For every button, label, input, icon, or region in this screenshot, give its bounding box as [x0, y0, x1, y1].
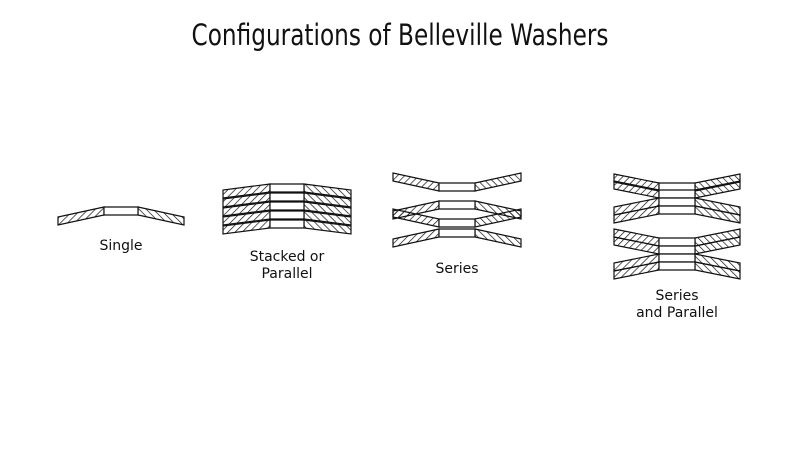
washer-left-wing: [392, 172, 440, 192]
washer-right-wing: [474, 172, 522, 192]
washer-hub: [269, 183, 305, 193]
label-single: Single: [99, 238, 142, 254]
washer-hub: [658, 245, 696, 255]
series-and-parallel-config: [613, 173, 741, 280]
washer-hub: [438, 218, 476, 228]
label-stacked-line2: Parallel: [261, 266, 312, 282]
washer-hub: [438, 182, 476, 192]
stacked-parallel-config: [222, 183, 352, 235]
washer-hub: [269, 219, 305, 229]
series-config: [392, 172, 522, 248]
washer-hub: [269, 201, 305, 211]
label-stacked-line1: Stacked or: [250, 249, 325, 265]
single-config: [57, 206, 185, 226]
washer-hub: [658, 205, 696, 215]
washer-hub: [269, 210, 305, 220]
washer-hub: [103, 206, 139, 216]
washer-hub: [438, 228, 476, 238]
label-series: Series: [435, 261, 478, 277]
washer-right-wing: [474, 228, 522, 248]
washer-hub: [658, 189, 696, 199]
washer-left-wing: [392, 228, 440, 248]
label-series-parallel-line2: and Parallel: [636, 305, 718, 321]
washer-hub: [658, 261, 696, 271]
washer-hub: [658, 197, 696, 207]
washer-hub: [658, 253, 696, 263]
washer-right-wing: [137, 206, 185, 226]
washer-hub: [269, 192, 305, 202]
label-series-parallel-line1: Series: [655, 288, 698, 304]
diagram-title: Configurations of Belleville Washers: [191, 18, 609, 52]
washer-left-wing: [57, 206, 105, 226]
washer-hub: [438, 200, 476, 210]
washer-hub: [658, 237, 696, 247]
